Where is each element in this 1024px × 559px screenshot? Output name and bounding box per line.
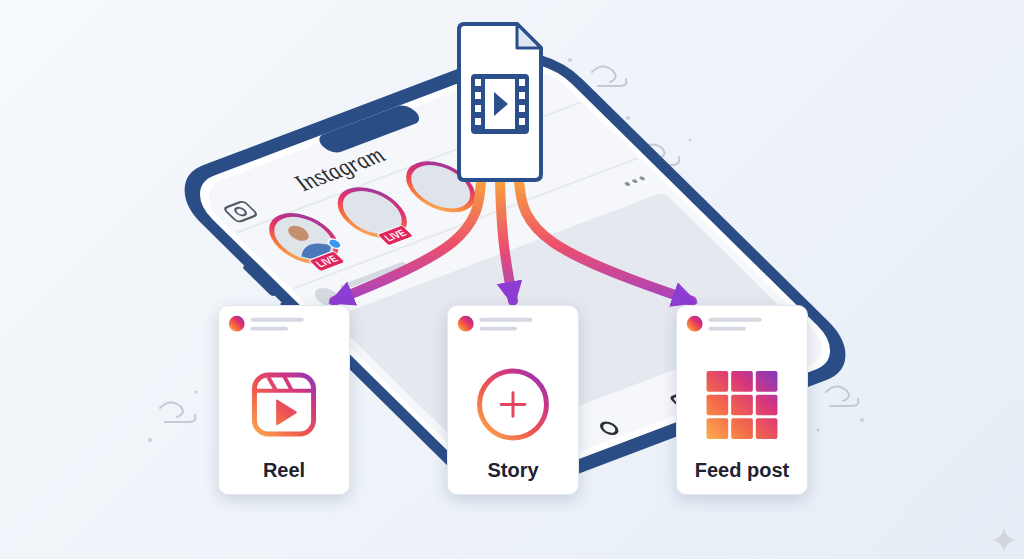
- decoration: [687, 316, 778, 439]
- decoration: [626, 116, 630, 120]
- app-wordmark: Instagram: [286, 142, 393, 196]
- video-file-icon: [457, 22, 543, 182]
- decoration: [160, 402, 195, 422]
- decoration: [826, 386, 858, 406]
- card-text-holder: Story: [448, 458, 578, 482]
- flow-arrow: [500, 181, 513, 301]
- card-text-holder: Reel: [219, 458, 349, 482]
- decoration: [459, 24, 541, 180]
- flow-arrow: [334, 181, 481, 301]
- card-label: Story: [487, 458, 538, 482]
- file-outline: [457, 22, 543, 182]
- decoration: [568, 58, 572, 62]
- decoration: [689, 139, 692, 142]
- decoration: [592, 66, 626, 86]
- decoration: [639, 176, 646, 181]
- reel-card: Reel: [218, 305, 350, 495]
- decoration: [233, 207, 248, 217]
- decoration: [326, 238, 344, 250]
- decoration: [458, 316, 547, 438]
- flow-arrow: [519, 181, 692, 301]
- sparkle-mark: [992, 528, 1016, 552]
- story-card: Story: [447, 305, 579, 495]
- decoration: [284, 224, 313, 244]
- feed-post-card: Feed post: [676, 305, 808, 495]
- decoration: [334, 181, 692, 301]
- decoration: [817, 429, 820, 432]
- card-label: Reel: [263, 458, 305, 482]
- decoration: [598, 421, 620, 436]
- decoration: [631, 179, 638, 184]
- decoration: [223, 201, 258, 223]
- decoration: [195, 391, 198, 394]
- live-badge: LIVE: [308, 250, 346, 272]
- camera-icon: [223, 201, 258, 223]
- decoration: [860, 418, 864, 422]
- decoration: [624, 181, 631, 186]
- decoration: [229, 316, 314, 434]
- decoration: [148, 438, 152, 442]
- card-text-holder: Feed post: [677, 458, 807, 482]
- card-label: Feed post: [695, 458, 789, 482]
- live-badge: LIVE: [376, 224, 414, 246]
